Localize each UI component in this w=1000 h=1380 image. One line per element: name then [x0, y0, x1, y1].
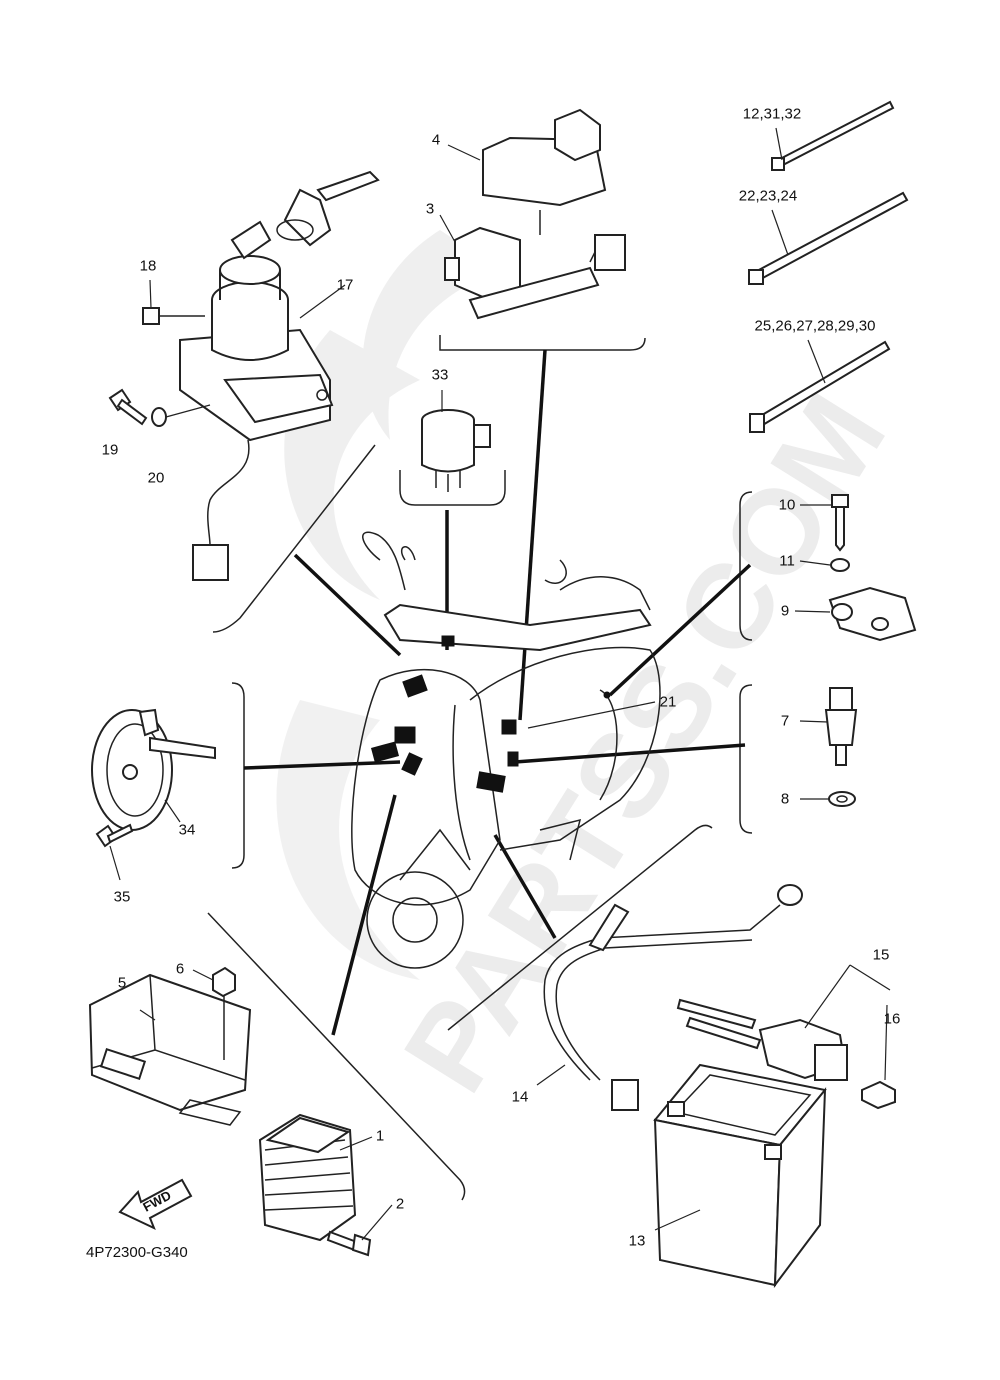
- battery-part-13: [653, 1063, 827, 1289]
- callout-10: 10: [778, 496, 796, 514]
- main-switch-part-17: [179, 170, 380, 581]
- callout-15: 15: [872, 946, 890, 964]
- callout-13: 13: [628, 1232, 646, 1250]
- cable-tie-part-22: [748, 191, 909, 285]
- rectifier-part-1: [258, 1113, 357, 1242]
- bolt-part-19: [108, 388, 148, 426]
- thermo-switch-part-7: [824, 687, 858, 766]
- fuse-part-16: [861, 1080, 896, 1110]
- callout-7: 7: [780, 712, 790, 730]
- callout-12-31-32: 12,31,32: [742, 105, 802, 123]
- bolt-part-6: [212, 966, 236, 1060]
- screw-part-10: [831, 494, 849, 552]
- battery-cable-part-14: [543, 884, 803, 1111]
- callout-34: 34: [178, 821, 196, 839]
- drawing-code: 4P72300-G340: [86, 1244, 188, 1261]
- callout-17: 17: [336, 276, 354, 294]
- callout-6: 6: [175, 960, 185, 978]
- callout-18: 18: [139, 257, 157, 275]
- callout-8: 8: [780, 790, 790, 808]
- relay-part-3: [444, 226, 626, 320]
- sensor-part-9: [828, 586, 917, 642]
- callout-20: 20: [147, 469, 165, 487]
- callout-9: 9: [780, 602, 790, 620]
- callout-35: 35: [113, 888, 131, 906]
- callout-16: 16: [883, 1010, 901, 1028]
- bolt-part-2: [326, 1230, 372, 1257]
- callout-25-30: 25,26,27,28,29,30: [754, 317, 876, 335]
- washer-part-11: [830, 558, 850, 572]
- cable-tie-part-12: [771, 100, 895, 171]
- washer-part-20: [151, 404, 211, 427]
- cable-tie-part-25: [749, 340, 891, 433]
- cdi-unit-part-4: [482, 108, 607, 235]
- screw-part-35: [95, 823, 134, 848]
- scooter-outline: [351, 531, 661, 969]
- callout-19: 19: [101, 441, 119, 459]
- callout-2: 2: [395, 1195, 405, 1213]
- callout-5: 5: [117, 974, 127, 992]
- callout-3: 3: [425, 200, 435, 218]
- horn-part-34: [91, 708, 216, 831]
- bolt-part-18: [142, 307, 205, 325]
- callout-1: 1: [375, 1127, 385, 1145]
- callout-11: 11: [779, 552, 795, 570]
- starter-relay-part-15: [676, 964, 891, 1081]
- leader-lines: [109, 127, 888, 1241]
- control-unit-part-5: [88, 973, 252, 1126]
- section-brackets: [207, 335, 753, 1201]
- callout-14: 14: [511, 1088, 529, 1106]
- flasher-relay-part-33: [421, 409, 491, 492]
- callout-4: 4: [431, 131, 441, 149]
- callout-22-23-24: 22,23,24: [738, 187, 798, 205]
- callout-33: 33: [431, 366, 449, 384]
- fwd-arrow-icon: FWD: [118, 1178, 193, 1230]
- callout-21: 21: [659, 693, 677, 711]
- watermark-swirl-logo: [276, 230, 500, 980]
- gasket-part-8: [828, 791, 856, 807]
